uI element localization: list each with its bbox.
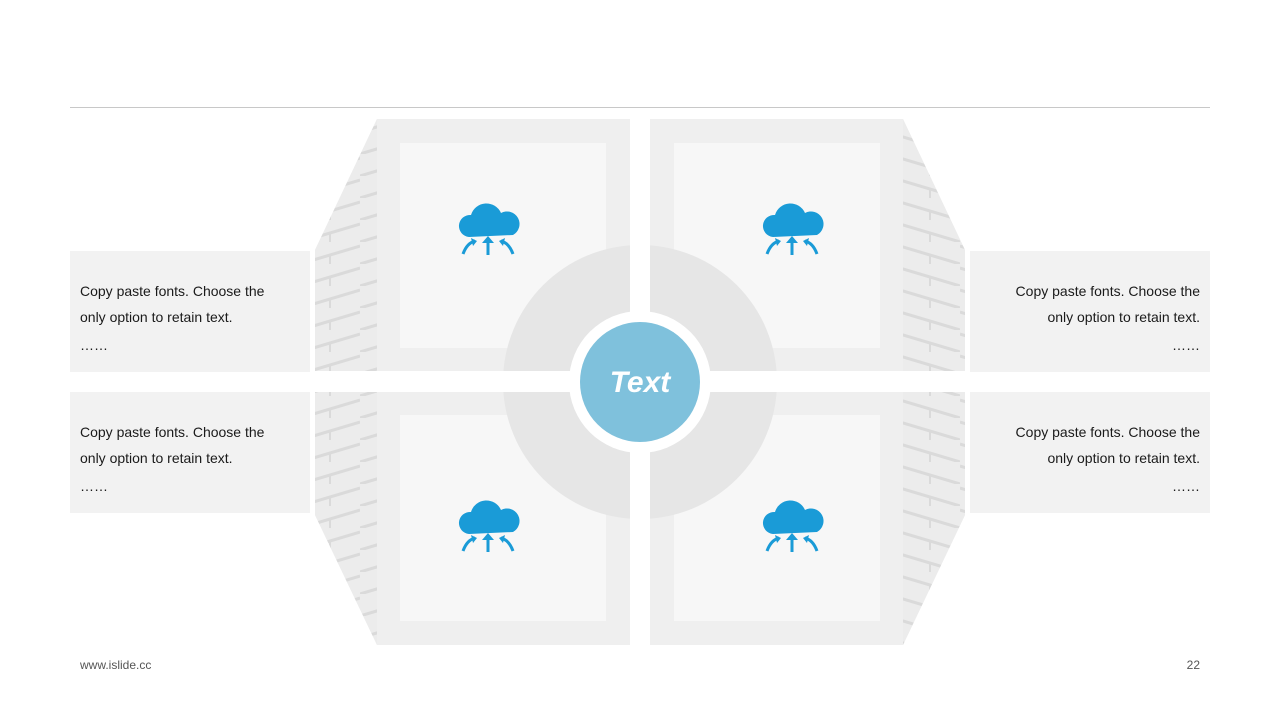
- text-line: only option to retain text.: [1047, 450, 1200, 466]
- text-box-top-left: Copy paste fonts. Choose the only option…: [70, 251, 310, 372]
- text-line: Copy paste fonts. Choose the: [80, 424, 265, 440]
- text-line: only option to retain text.: [80, 309, 233, 325]
- cloud-upload-icon: [458, 203, 520, 255]
- cloud-upload-icon: [762, 203, 824, 255]
- ellipsis: ……: [1172, 337, 1200, 353]
- text-box-bottom-left: Copy paste fonts. Choose the only option…: [70, 392, 310, 513]
- text-box-bottom-right: Copy paste fonts. Choose the only option…: [970, 392, 1210, 513]
- center-circle: [580, 322, 700, 442]
- text-line: only option to retain text.: [1047, 309, 1200, 325]
- text-line: Copy paste fonts. Choose the: [1015, 283, 1200, 299]
- text-box-top-right: Copy paste fonts. Choose the only option…: [970, 251, 1210, 372]
- ellipsis: ……: [80, 337, 108, 353]
- text-line: only option to retain text.: [80, 450, 233, 466]
- center-label: Text: [609, 366, 671, 399]
- page-number: 22: [1186, 658, 1200, 672]
- ellipsis: ……: [80, 478, 108, 494]
- text-line: Copy paste fonts. Choose the: [1015, 424, 1200, 440]
- ellipsis: ……: [1172, 478, 1200, 494]
- cloud-upload-icon: [762, 500, 824, 552]
- cloud-upload-icon: [458, 500, 520, 552]
- top-divider: [70, 107, 1210, 108]
- footer-url[interactable]: www.islide.cc: [80, 658, 152, 672]
- text-line: Copy paste fonts. Choose the: [80, 283, 265, 299]
